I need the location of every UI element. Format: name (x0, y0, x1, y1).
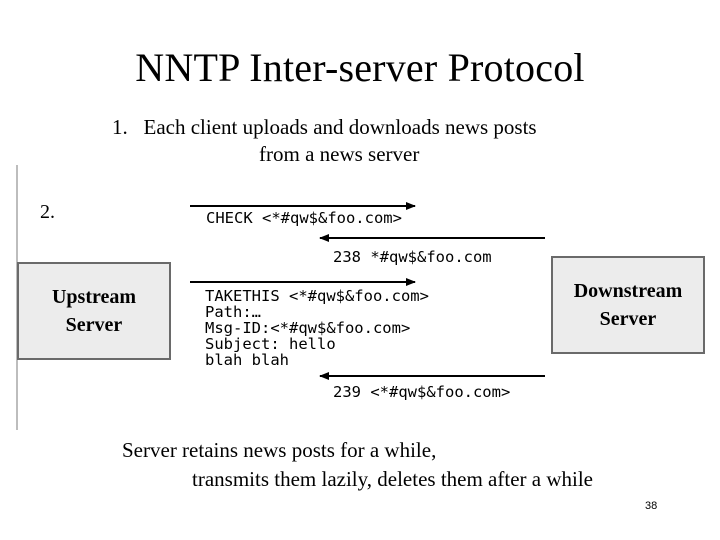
downstream-server-label: Downstream Server (573, 280, 683, 330)
takethis-line: Msg-ID:<*#qw$&foo.com> (205, 319, 411, 337)
bottom-text-line2: transmits them lazily, deletes them afte… (192, 467, 593, 491)
takethis-line: Subject: hello (205, 335, 336, 353)
takethis-line: blah blah (205, 351, 289, 369)
takethis-message: TAKETHIS <*#qw$&foo.com> Path:… Msg-ID:<… (205, 288, 429, 368)
point-2-number: 2. (40, 201, 55, 223)
point-1-line2: from a news server (259, 142, 420, 166)
slide-title: NNTP Inter-server Protocol (135, 45, 585, 90)
downstream-server-box: Downstream Server (551, 256, 705, 354)
upstream-server-box: Upstream Server (17, 262, 171, 360)
point-1-line1: Each client uploads and downloads news p… (143, 115, 537, 139)
bottom-text-line1: Server retains news posts for a while, (122, 438, 437, 462)
takethis-line: Path:… (205, 303, 261, 321)
point-1: 1. Each client uploads and downloads new… (112, 114, 537, 168)
upstream-server-label: Upstream Server (51, 286, 137, 336)
reply-238-message: 238 *#qw$&foo.com (333, 248, 492, 266)
page-number: 38 (645, 500, 658, 512)
point-1-number: 1. (112, 115, 128, 139)
reply-239-message: 239 <*#qw$&foo.com> (333, 383, 511, 401)
check-message: CHECK <*#qw$&foo.com> (206, 209, 402, 227)
takethis-line: TAKETHIS <*#qw$&foo.com> (205, 287, 429, 305)
